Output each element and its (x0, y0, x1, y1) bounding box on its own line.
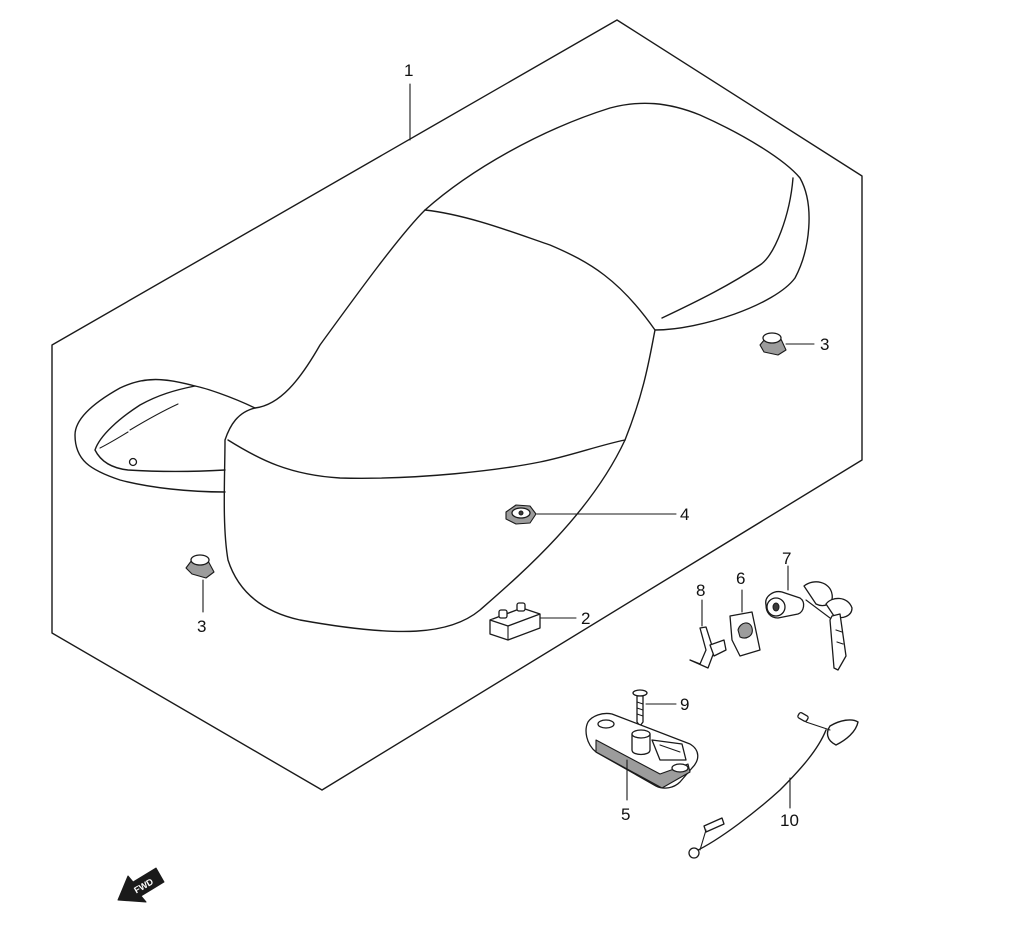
nut-part (505, 504, 537, 525)
assembly-boundary (51, 19, 863, 791)
cable-part (688, 711, 859, 859)
callout-key-set: 7 (782, 549, 791, 568)
cushion-right (759, 332, 787, 356)
seat-part (74, 102, 810, 633)
callout-seat-lock: 5 (621, 805, 630, 824)
cushion-left (185, 554, 215, 579)
clip-part (689, 626, 727, 669)
bracket-part (489, 602, 541, 641)
callout-bracket: 2 (581, 609, 590, 628)
callout-nut: 4 (680, 505, 689, 524)
fwd-arrow-icon: FWD (117, 867, 165, 903)
screw-part (632, 689, 648, 727)
callout-clip: 8 (696, 581, 705, 600)
callout-cable: 10 (780, 811, 799, 830)
callout-cushion-left: 3 (197, 617, 206, 636)
seat-lock-part (585, 712, 699, 789)
key-set-part (765, 581, 853, 671)
callout-screw: 9 (680, 695, 689, 714)
callout-lock-plate: 6 (736, 569, 745, 588)
lock-plate-part (729, 611, 761, 657)
callout-seat: 1 (404, 61, 413, 80)
callout-cushion-right: 3 (820, 335, 829, 354)
